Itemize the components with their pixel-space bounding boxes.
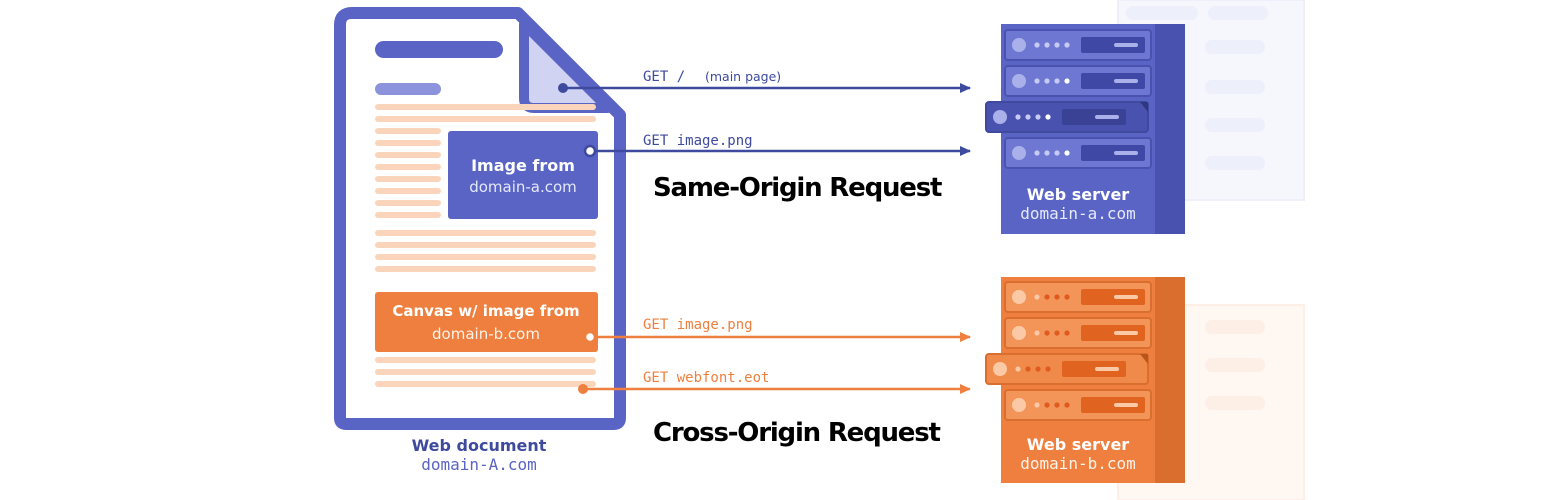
server-a-domain: domain-a.com: [1020, 204, 1136, 223]
server-a: Web server domain-a.com: [985, 0, 1305, 234]
doc-text-lines-bottom: [375, 357, 596, 387]
image-box: [448, 131, 598, 219]
arrow-image-cross-dot: [583, 330, 597, 344]
server-b-side: [1155, 277, 1185, 483]
document-title: Web document: [412, 436, 547, 455]
same-origin-label: Same-Origin Request: [653, 173, 942, 203]
canvas-box-line1: Canvas w/ image from: [392, 302, 579, 320]
request-image-same: GET image.png: [643, 133, 753, 149]
request-arrows: [558, 83, 971, 394]
request-main-page-method: GET /: [643, 69, 685, 85]
doc-heading-bar: [375, 41, 503, 58]
server-a-side: [1155, 24, 1185, 234]
image-box-line1: Image from: [471, 156, 575, 175]
arrow-image-same-dot: [583, 144, 597, 158]
server-b-domain: domain-b.com: [1020, 454, 1136, 473]
server-b-slots: [985, 281, 1152, 421]
document-domain: domain-A.com: [421, 455, 537, 474]
doc-text-lines-top: [375, 104, 596, 272]
arrow-webfont-cross-dot: [578, 384, 588, 394]
arrow-main-page-dot: [558, 83, 568, 93]
canvas-box-line2: domain-b.com: [432, 325, 540, 343]
request-main-page-note: (main page): [705, 69, 781, 84]
cross-origin-label: Cross-Origin Request: [653, 418, 941, 448]
server-b-title: Web server: [1027, 435, 1130, 454]
canvas-box: [375, 292, 598, 352]
server-a-title: Web server: [1027, 185, 1130, 204]
server-b: Web server domain-b.com: [985, 277, 1305, 500]
web-document: Image from domain-a.com Canvas w/ image …: [334, 7, 626, 474]
request-image-cross: GET image.png: [643, 317, 753, 333]
document-fold: [519, 19, 613, 113]
doc-subheading-bar: [375, 83, 441, 95]
request-webfont-cross: GET webfont.eot: [643, 370, 769, 386]
image-box-line2: domain-a.com: [469, 178, 577, 196]
server-a-slots: [985, 29, 1152, 169]
